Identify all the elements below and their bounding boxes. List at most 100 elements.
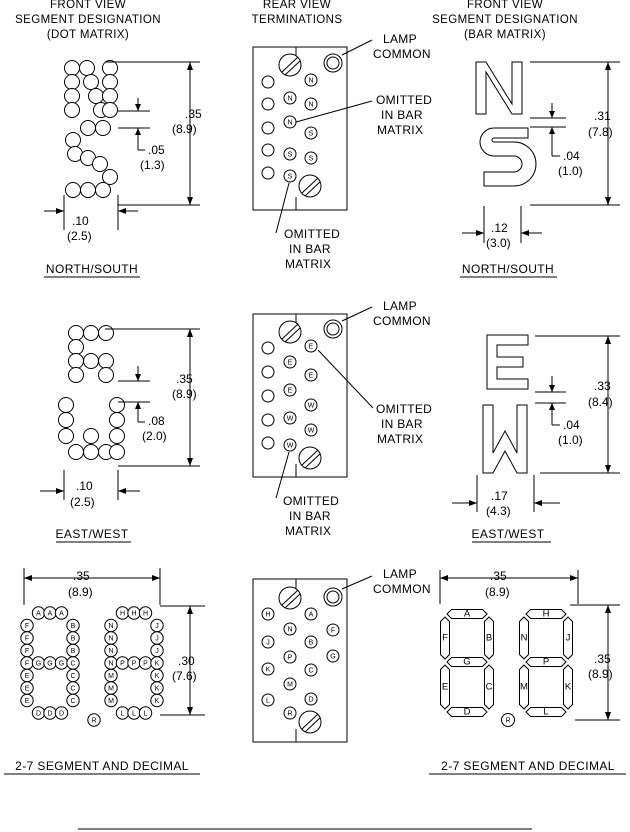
segment-letter: K bbox=[565, 682, 572, 693]
segment-bar bbox=[525, 707, 567, 717]
bar-letter-s bbox=[479, 127, 537, 187]
segment-letter: S bbox=[309, 156, 314, 163]
segment-letter: G bbox=[47, 661, 52, 668]
dot bbox=[261, 635, 275, 649]
dot bbox=[98, 367, 114, 383]
segment-letter: A bbox=[36, 611, 41, 618]
dim-value: (1.0) bbox=[558, 164, 583, 178]
segment-letter: J bbox=[155, 623, 159, 630]
segment-letter: F bbox=[25, 636, 29, 643]
ns-dot-matrix bbox=[64, 60, 118, 198]
dot bbox=[109, 397, 125, 413]
caption-east-west-dot: EAST/WEST bbox=[56, 527, 129, 541]
header-line: FRONT VIEW bbox=[467, 0, 543, 11]
dot bbox=[326, 649, 340, 663]
dot bbox=[95, 120, 111, 136]
segment-letter: A bbox=[309, 612, 314, 619]
caption-segment-dot: 2-7 SEGMENT AND DECIMAL bbox=[15, 759, 189, 773]
segment-letter: E bbox=[25, 673, 30, 680]
dot bbox=[104, 693, 118, 708]
segment-letter: L bbox=[121, 711, 125, 718]
segment-bar bbox=[484, 664, 494, 710]
note-line: OMITTED bbox=[284, 227, 340, 241]
dot bbox=[109, 428, 125, 444]
note-line: LAMP bbox=[383, 32, 417, 46]
dot bbox=[102, 169, 118, 185]
segment-bar bbox=[440, 616, 450, 660]
segment-letter: J bbox=[266, 640, 270, 647]
header-front-dot: FRONT VIEW SEGMENT DESIGNATION (DOT MATR… bbox=[15, 0, 160, 41]
segment-letter: N bbox=[308, 78, 313, 85]
dot bbox=[283, 706, 297, 720]
segment-letter: H bbox=[543, 609, 550, 620]
dim-value: (1.0) bbox=[558, 433, 583, 447]
note-line: MATRIX bbox=[377, 123, 423, 137]
segment-letter: E bbox=[309, 373, 314, 380]
dot bbox=[261, 97, 275, 111]
seg-rear-notes: LAMP COMMON bbox=[341, 567, 430, 596]
note-line: OMITTED bbox=[376, 402, 432, 416]
segment-letter: K bbox=[155, 698, 160, 705]
dot bbox=[261, 436, 275, 450]
segment-letter: D bbox=[308, 697, 313, 704]
note-line: IN BAR bbox=[381, 108, 423, 122]
dot bbox=[261, 413, 275, 427]
dot bbox=[261, 607, 275, 621]
ns-bar-matrix bbox=[475, 61, 537, 187]
dot bbox=[261, 389, 275, 403]
dot bbox=[304, 339, 318, 353]
dot bbox=[68, 367, 84, 383]
dot bbox=[20, 693, 34, 708]
dim-value: (8.9) bbox=[588, 667, 613, 681]
segment-letter: A bbox=[59, 611, 64, 618]
ns-bar-dimensions: .31 (7.8) .04 (1.0) .12 (3.0) bbox=[462, 61, 620, 250]
segment-letter: F bbox=[25, 623, 29, 630]
segment-letter: J bbox=[155, 648, 159, 655]
dim-value: .12 bbox=[491, 221, 508, 235]
segment-letter: K bbox=[266, 667, 271, 674]
note-line: OMITTED bbox=[283, 494, 339, 508]
segment-letter: W bbox=[308, 403, 315, 410]
dot bbox=[261, 166, 275, 180]
segment-letter: H bbox=[265, 612, 270, 619]
dot bbox=[80, 182, 96, 198]
dot bbox=[304, 423, 318, 437]
segment-letter: G bbox=[463, 657, 470, 668]
dot bbox=[65, 182, 81, 198]
segment-letter: N bbox=[108, 636, 113, 643]
segment-letter: W bbox=[287, 443, 294, 450]
dot bbox=[283, 169, 297, 183]
segment-bar bbox=[519, 664, 529, 710]
dot bbox=[304, 607, 318, 621]
dot bbox=[83, 428, 99, 444]
segment-letter: E bbox=[25, 698, 30, 705]
dim-value: (2.5) bbox=[67, 229, 92, 243]
dot bbox=[102, 74, 118, 90]
segment-letter: M bbox=[287, 682, 293, 689]
dot bbox=[98, 353, 114, 369]
dim-value: .35 bbox=[176, 372, 193, 386]
dot bbox=[64, 60, 80, 76]
segment-letter: B bbox=[71, 623, 76, 630]
caption-north-south-bar: NORTH/SOUTH bbox=[462, 262, 554, 276]
segment-letter: N bbox=[521, 633, 528, 644]
dot bbox=[304, 398, 318, 412]
bar-letter-w bbox=[482, 404, 528, 474]
segment-letter: J bbox=[155, 636, 159, 643]
dot bbox=[109, 412, 125, 428]
ew-rear-notes: LAMP COMMON OMITTED IN BAR MATRIX OMITTE… bbox=[275, 299, 432, 538]
dot bbox=[68, 339, 84, 355]
header-rear: REAR VIEW TERMINATIONS bbox=[252, 0, 342, 26]
dot bbox=[304, 73, 318, 87]
dot bbox=[304, 97, 318, 111]
segment-letter: N bbox=[108, 623, 113, 630]
segment-letter: M bbox=[108, 686, 114, 693]
dot bbox=[109, 444, 125, 460]
segment-bar bbox=[519, 616, 529, 660]
dot bbox=[304, 368, 318, 382]
dot bbox=[54, 606, 69, 620]
dot bbox=[102, 60, 118, 76]
dim-value: .10 bbox=[76, 479, 93, 493]
note-line: OMITTED bbox=[376, 93, 432, 107]
segment-letter: F bbox=[25, 661, 29, 668]
